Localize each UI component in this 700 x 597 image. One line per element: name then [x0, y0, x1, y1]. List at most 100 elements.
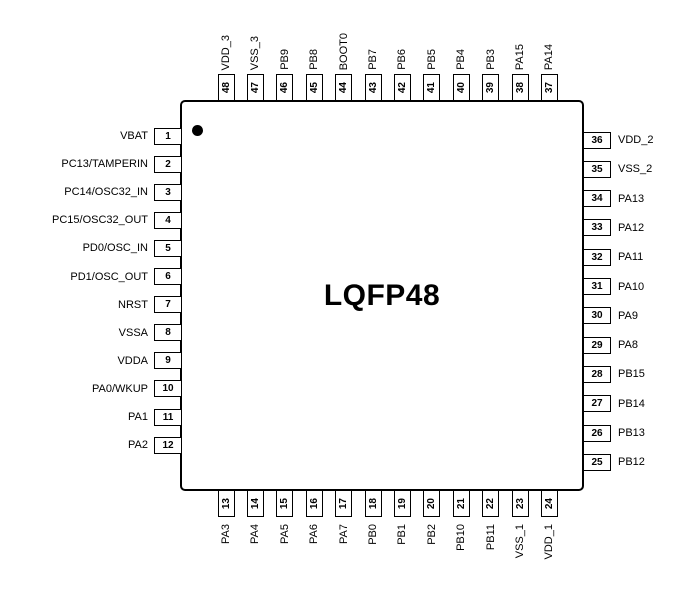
pin-label: PB5 [424, 8, 440, 70]
pin-number: 1 [165, 130, 171, 142]
pin-number: 43 [367, 81, 379, 94]
pin-number-box: 39 [482, 74, 500, 101]
pin-number-box: 8 [154, 324, 182, 342]
pin-number-box: 43 [364, 74, 382, 101]
pin-number-box: 28 [583, 365, 611, 383]
pin-number: 19 [396, 497, 408, 510]
pin-number-box: 37 [540, 74, 558, 101]
pin-number: 45 [308, 81, 320, 94]
pin-label: VSS_2 [618, 163, 653, 176]
pin-number: 23 [514, 497, 526, 510]
pin-number-box: 16 [305, 490, 323, 517]
pin-number-box: 23 [511, 490, 529, 517]
pin-label: PA10 [618, 280, 645, 293]
pin-label-text: PB10 [455, 524, 468, 551]
pin-number: 5 [165, 242, 171, 254]
pin-number: 48 [220, 81, 232, 94]
pin-label: PA1 [128, 411, 148, 423]
pin-label-text: PA14 [543, 43, 556, 70]
pin-number-box: 17 [335, 490, 353, 517]
pin-number-box: 1 [154, 127, 182, 145]
pin-number: 41 [426, 81, 438, 94]
pin-number-box: 38 [511, 74, 529, 101]
pin-label: PB11 [483, 524, 499, 590]
pin-number-box: 6 [154, 268, 182, 285]
pin-label-text: PB11 [484, 524, 497, 551]
pin-number-box: 20 [423, 490, 441, 517]
pin-label: PA5 [277, 524, 293, 590]
pin-number: 36 [591, 134, 603, 146]
pin-label: PC14/OSC32_IN [64, 186, 148, 199]
pin-number-box: 33 [583, 219, 611, 237]
pin-label-text: PB2 [425, 524, 438, 545]
pin-number-box: 26 [583, 424, 611, 442]
pin-label-text: PA6 [308, 524, 321, 544]
pin-number: 33 [591, 222, 603, 234]
pin-number-box: 13 [217, 490, 235, 517]
pin-label: VDDA [117, 354, 148, 367]
pin-label: NRST [118, 298, 148, 311]
pin-label: PA11 [618, 251, 644, 264]
pin-number: 29 [591, 339, 603, 351]
pin-number-box: 36 [583, 131, 611, 149]
pin-number: 3 [165, 186, 171, 198]
pin-number: 2 [165, 158, 171, 170]
pin-number-box: 9 [154, 352, 182, 370]
pin-number-box: 11 [154, 408, 182, 426]
pin-label: PB1 [394, 524, 410, 590]
pin-number-box: 45 [305, 74, 323, 101]
pin-number: 20 [426, 497, 438, 510]
pin-label: VBAT [120, 130, 148, 142]
pin-label: PA7 [336, 524, 352, 590]
pin-number: 9 [165, 355, 171, 367]
pin-number-box: 22 [482, 490, 500, 517]
pin-number-box: 29 [583, 336, 611, 354]
pin-label: VDD_1 [541, 524, 557, 590]
pin-number: 6 [165, 271, 171, 282]
pin-label: PA4 [247, 524, 263, 590]
pin-number-box: 18 [364, 490, 382, 517]
pin1-indicator-dot [192, 125, 203, 136]
pin-label-text: PA3 [220, 524, 232, 544]
pin-label-text: PA15 [514, 43, 526, 70]
pin-number-box: 48 [217, 74, 235, 101]
pin-label-text: PB1 [396, 524, 409, 545]
pin-number: 10 [162, 383, 174, 395]
pin-number-box: 5 [154, 239, 182, 257]
pin-label: PB8 [306, 8, 322, 70]
pin-label-text: VDD_1 [543, 524, 556, 560]
pin-number: 21 [455, 497, 467, 510]
chip-package-title: LQFP48 [323, 278, 441, 312]
pin-label-text: PA5 [278, 524, 291, 544]
pin-number-box: 12 [154, 436, 182, 454]
pin-number-box: 44 [335, 74, 353, 101]
pin-number-box: 25 [583, 453, 611, 471]
pin-label-text: PB9 [278, 49, 291, 70]
pin-number-box: 47 [246, 74, 264, 101]
pin-label-text: PB8 [308, 49, 321, 70]
pin-label: PA15 [512, 8, 528, 70]
pin-number-box: 15 [276, 490, 294, 517]
pin-label-text: BOOT0 [337, 32, 350, 70]
pin-number-box: 24 [540, 490, 558, 517]
pin-number-box: 41 [423, 74, 441, 101]
pin-label-text: PB6 [396, 49, 409, 70]
pin-number: 37 [543, 81, 555, 94]
pin-number-box: 21 [452, 490, 470, 517]
pin-label: PA6 [306, 524, 322, 590]
pin-number: 22 [485, 497, 497, 510]
pin-number-box: 40 [452, 74, 470, 101]
pin-number: 7 [165, 299, 171, 311]
pin-number-box: 32 [583, 248, 611, 266]
pin-number: 35 [591, 163, 603, 175]
pin-number: 39 [485, 81, 497, 94]
pin-number-box: 4 [154, 211, 182, 229]
pin-label-text: PA4 [249, 524, 262, 544]
pin-number: 25 [591, 456, 603, 468]
pin-number-box: 34 [583, 190, 611, 208]
pin-label: VSS_1 [512, 524, 528, 590]
pin-label: PB12 [618, 456, 645, 469]
pin-label: PB6 [394, 8, 410, 70]
pin-label: VDD_3 [218, 8, 234, 70]
